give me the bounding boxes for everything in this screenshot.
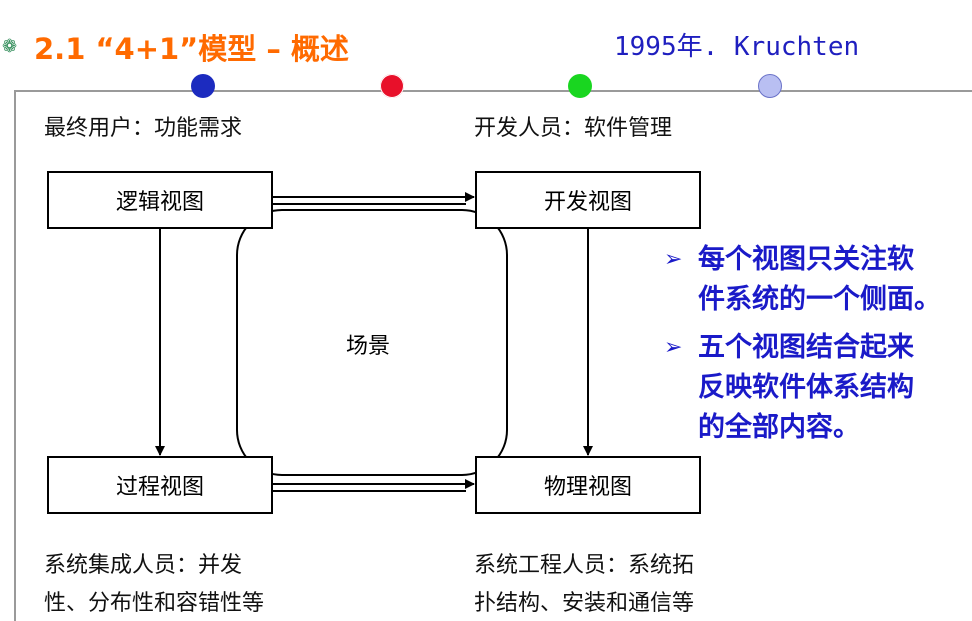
scenario-label: 场景 xyxy=(346,334,391,359)
end-user-caption: 最终用户：功能需求 xyxy=(44,116,243,141)
frame-left-line xyxy=(14,90,16,621)
note-2-line2: 反映软件体系结构 xyxy=(698,372,914,403)
frame-top-line xyxy=(14,90,972,92)
developer-caption: 开发人员：软件管理 xyxy=(474,116,673,141)
note-2-line1: 五个视图结合起来 xyxy=(698,332,914,363)
process-view-label: 过程视图 xyxy=(115,475,204,500)
author-credit: 1995年. Kruchten xyxy=(614,32,860,62)
scenario-outline xyxy=(236,209,508,476)
flower-bullet-icon: ❁ xyxy=(2,36,18,57)
green-dot-icon xyxy=(568,74,592,98)
note-1: ➢ 每个视图只关注软 件系统的一个侧面。 xyxy=(664,240,941,320)
note-1-line1: 每个视图只关注软 xyxy=(698,244,914,275)
system-engineer-caption-line2: 扑结构、安装和通信等 xyxy=(474,591,695,616)
note-2: ➢ 五个视图结合起来 反映软件体系结构 的全部内容。 xyxy=(664,328,914,448)
system-engineer-caption-line1: 系统工程人员：系统拓 xyxy=(474,553,695,578)
physical-view-box: 物理视图 xyxy=(475,456,701,514)
chevron-right-icon: ➢ xyxy=(664,247,683,272)
red-dot-icon xyxy=(380,74,404,98)
chevron-right-icon: ➢ xyxy=(664,335,683,360)
note-1-line2: 件系统的一个侧面。 xyxy=(698,284,941,315)
physical-view-label: 物理视图 xyxy=(543,475,632,500)
logical-view-label: 逻辑视图 xyxy=(115,190,204,215)
slide-title: 2.1 “4+1”模型 – 概述 xyxy=(34,32,349,66)
development-view-label: 开发视图 xyxy=(543,190,632,215)
integrator-caption-line1: 系统集成人员：并发 xyxy=(44,553,243,578)
blue-dot-icon xyxy=(191,74,215,98)
logical-view-box: 逻辑视图 xyxy=(47,171,273,229)
process-view-box: 过程视图 xyxy=(47,456,273,514)
integrator-caption-line2: 性、分布性和容错性等 xyxy=(44,591,265,616)
note-2-line3: 的全部内容。 xyxy=(698,412,860,443)
development-view-box: 开发视图 xyxy=(475,171,701,229)
lavender-dot-icon xyxy=(758,74,782,98)
